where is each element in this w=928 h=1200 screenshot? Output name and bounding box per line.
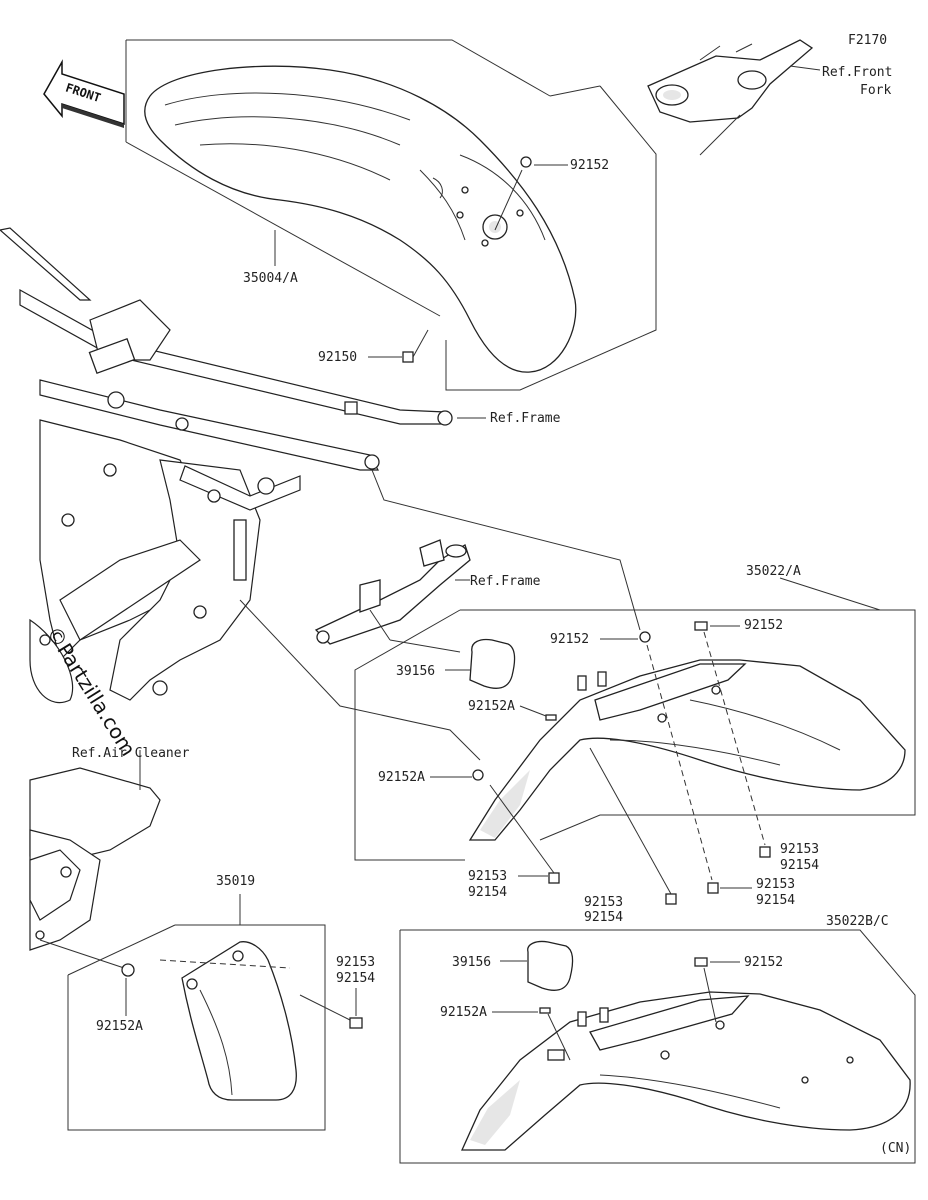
- callout-92152A-b: 92152A: [378, 770, 425, 785]
- ref-frame-2: Ref.Frame: [470, 574, 541, 589]
- callout-92154-c: 92154: [756, 893, 795, 908]
- front-arrow-icon: FRONT: [43, 59, 125, 128]
- ref-air-cleaner: Ref.Air Cleaner: [72, 746, 190, 761]
- callout-92154-a: 92154: [468, 885, 507, 900]
- diagram-code: F2170: [848, 33, 887, 48]
- rear-fender-group: 35022/A 39156 92152 92152 92152A 92152A: [354, 564, 916, 925]
- subframe-bracket: [314, 539, 471, 653]
- rear-fender-cn: [460, 991, 911, 1151]
- air-cleaner-ref: [29, 750, 161, 971]
- grommet-icon: [121, 963, 135, 977]
- callout-35022BC: 35022B/C: [826, 914, 889, 929]
- callout-92150: 92150: [318, 350, 357, 365]
- callout-92153-d: 92153: [780, 842, 819, 857]
- bolt-icon: [402, 329, 429, 363]
- front-fork-bracket: [647, 39, 821, 156]
- mudguard-group: 35019 92153 92154 92152A: [67, 874, 375, 1131]
- rear-fender-cn-group: 35022B/C 39156 92152 92152A (CN): [399, 914, 916, 1164]
- callout-39156-cn: 39156: [452, 955, 491, 970]
- ref-frame-1: Ref.Frame: [490, 411, 561, 426]
- callout-92153-a: 92153: [468, 869, 507, 884]
- callout-92153-b: 92153: [584, 895, 623, 910]
- callout-35004A: 35004/A: [243, 271, 298, 286]
- bolt-icon: [707, 882, 719, 894]
- mudguard: [181, 941, 297, 1101]
- ref-front-fork-1: Ref.Front: [822, 65, 892, 80]
- callout-92152-cn: 92152: [744, 955, 783, 970]
- callout-92152-a: 92152: [550, 632, 589, 647]
- motorcycle-frame: [0, 227, 641, 761]
- callout-92152-b: 92152: [744, 618, 783, 633]
- front-fender-group: 35004/A 92152 92150: [125, 39, 657, 391]
- callout-92154-mud: 92154: [336, 971, 375, 986]
- front-fender: [144, 65, 577, 373]
- callout-92153-mud: 92153: [336, 955, 375, 970]
- callout-92152A-a: 92152A: [468, 699, 515, 714]
- callout-92154-d: 92154: [780, 858, 819, 873]
- bolt-icon: [759, 846, 771, 858]
- reflector-icon: [469, 638, 516, 689]
- callout-35019: 35019: [216, 874, 255, 889]
- callout-92152A-cn: 92152A: [440, 1005, 487, 1020]
- callout-35022A: 35022/A: [746, 564, 801, 579]
- grommet-icon: [520, 156, 532, 168]
- callout-92153-c: 92153: [756, 877, 795, 892]
- callout-39156-a: 39156: [396, 664, 435, 679]
- callout-92154-b: 92154: [584, 910, 623, 925]
- callout-92152-top: 92152: [570, 158, 609, 173]
- ref-front-fork-2: Fork: [860, 83, 891, 98]
- bolt-icon: [589, 747, 677, 905]
- callout-92152A-mud: 92152A: [96, 1019, 143, 1034]
- reflector-icon: [527, 940, 574, 991]
- bolt-icon: [489, 784, 560, 884]
- rear-fender: [468, 659, 906, 841]
- bolt-icon: [349, 1017, 363, 1029]
- region-code: (CN): [880, 1141, 911, 1156]
